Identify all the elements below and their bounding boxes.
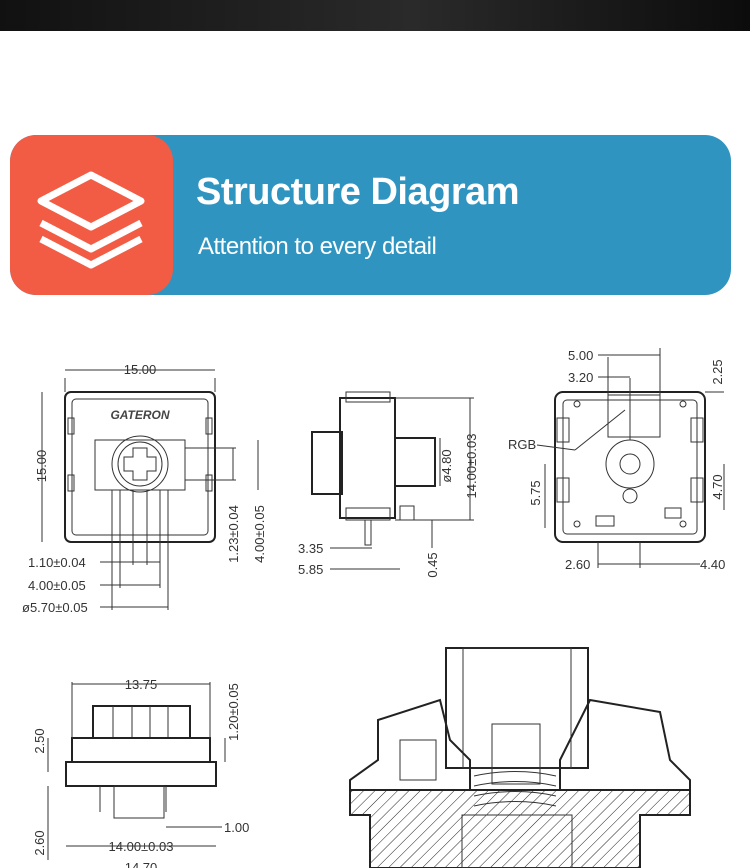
dim-bottom-d2: 3.20	[568, 370, 593, 385]
dim-top-d1: 1.10±0.04	[28, 555, 86, 570]
brand-logo-text: GATERON	[110, 408, 169, 422]
bottom-view: 5.00 3.20 2.25 RGB 5.75 4.70 2.60 4.40	[508, 348, 725, 572]
dim-top-width: 15.00	[124, 362, 157, 377]
dim-bottom-d4: 5.75	[528, 480, 543, 505]
dim-bottom-d5: 4.70	[710, 474, 725, 499]
dim-side-d3: 0.45	[425, 552, 440, 577]
dim-bottom-d7: 4.40	[700, 557, 725, 572]
cross-section-view	[349, 647, 691, 868]
dim-bottom-d1: 5.00	[568, 348, 593, 363]
layers-badge	[10, 135, 173, 295]
dim-front-h2: 1.20±0.05	[226, 683, 241, 741]
dim-top-d2: 4.00±0.05	[28, 578, 86, 593]
side-view: ø4.80 14.00±0.03 3.35 5.85 0.45	[298, 391, 479, 578]
layers-icon	[37, 171, 145, 269]
dim-front-w2: 14.00±0.03	[109, 839, 174, 854]
dim-bottom-d3: 2.25	[710, 359, 725, 384]
top-view: GATERON 15.00 15.00 1.23±0.04 4.00±0.05 …	[22, 362, 267, 615]
dim-side-d2: 5.85	[298, 562, 323, 577]
section-title: Structure Diagram	[196, 171, 520, 213]
dim-top-v1: 1.23±0.04	[226, 505, 241, 563]
dim-front-d: 1.00	[224, 820, 249, 835]
dim-side-dia: ø4.80	[439, 449, 454, 482]
dim-bottom-d6: 2.60	[565, 557, 590, 572]
section-subtitle: Attention to every detail	[198, 233, 437, 260]
dim-side-h: 14.00±0.03	[464, 434, 479, 499]
top-dark-strip	[0, 0, 750, 31]
dim-top-v2: 4.00±0.05	[252, 505, 267, 563]
front-view: 13.75 2.50 1.20±0.05 2.60 14.00±0.03 1.0…	[32, 677, 249, 868]
dim-top-d3: ø5.70±0.05	[22, 600, 88, 615]
dim-top-height: 15.00	[34, 450, 49, 483]
dim-front-h3: 2.60	[32, 830, 47, 855]
section-banner: Structure Diagram Attention to every det…	[10, 135, 731, 295]
dim-side-d1: 3.35	[298, 541, 323, 556]
label-rgb: RGB	[508, 437, 536, 452]
dim-front-h1: 2.50	[32, 728, 47, 753]
dim-front-w3: 14.70	[125, 860, 158, 868]
dim-front-w: 13.75	[125, 677, 158, 692]
